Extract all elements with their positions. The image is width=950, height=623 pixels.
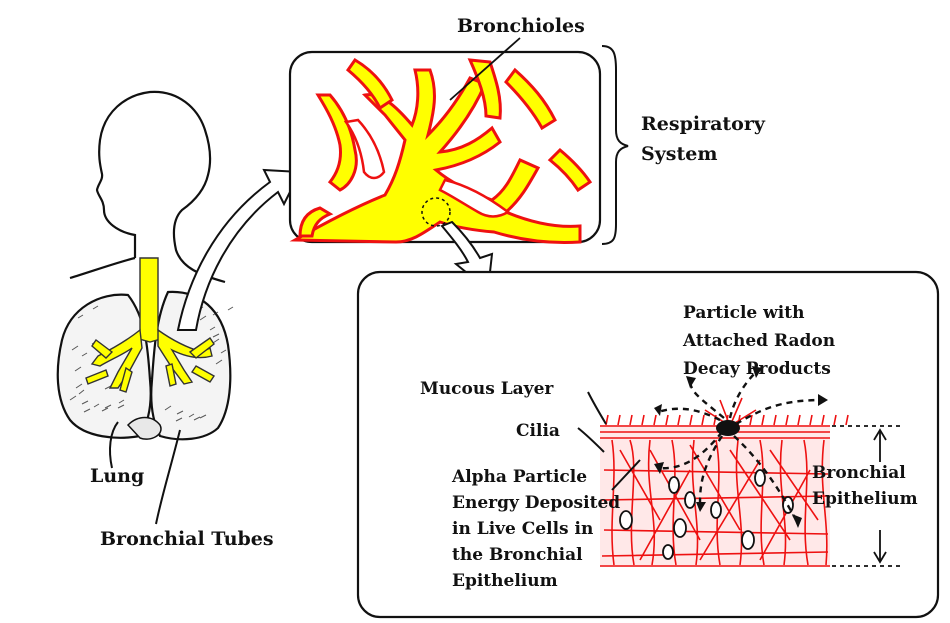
alpha-label-line3: in Live Cells in xyxy=(452,519,593,539)
particle-label-line1: Particle with xyxy=(683,303,804,323)
lung-label: Lung xyxy=(90,465,144,487)
bronchioles-panel xyxy=(290,38,600,243)
respiratory-system-label-line1: Respiratory xyxy=(641,113,766,135)
alpha-label-line2: Energy Deposited xyxy=(452,493,620,513)
bronchial-epithelium-label-line1: Bronchial xyxy=(812,463,906,483)
arrow-to-bronchioles xyxy=(178,170,300,330)
bronchial-epithelium-label-line2: Epithelium xyxy=(812,489,918,509)
alpha-label-line4: the Bronchial xyxy=(452,545,583,565)
alpha-label-line1: Alpha Particle xyxy=(451,467,587,487)
epithelium-panel xyxy=(358,272,938,617)
cilia-label: Cilia xyxy=(516,421,560,441)
particle-label-line2: Attached Radon xyxy=(682,331,835,351)
bronchial-tubes-label: Bronchial Tubes xyxy=(100,528,274,550)
mucous-layer-label: Mucous Layer xyxy=(420,379,554,399)
respiratory-system-brace xyxy=(602,46,628,244)
bronchioles-label: Bronchioles xyxy=(457,15,585,37)
alpha-label-line5: Epithelium xyxy=(452,571,558,591)
left-lung xyxy=(58,295,151,438)
respiratory-system-label-line2: System xyxy=(641,143,717,165)
particle-label-line3: Decay Products xyxy=(683,359,831,379)
human-silhouette xyxy=(70,92,225,282)
